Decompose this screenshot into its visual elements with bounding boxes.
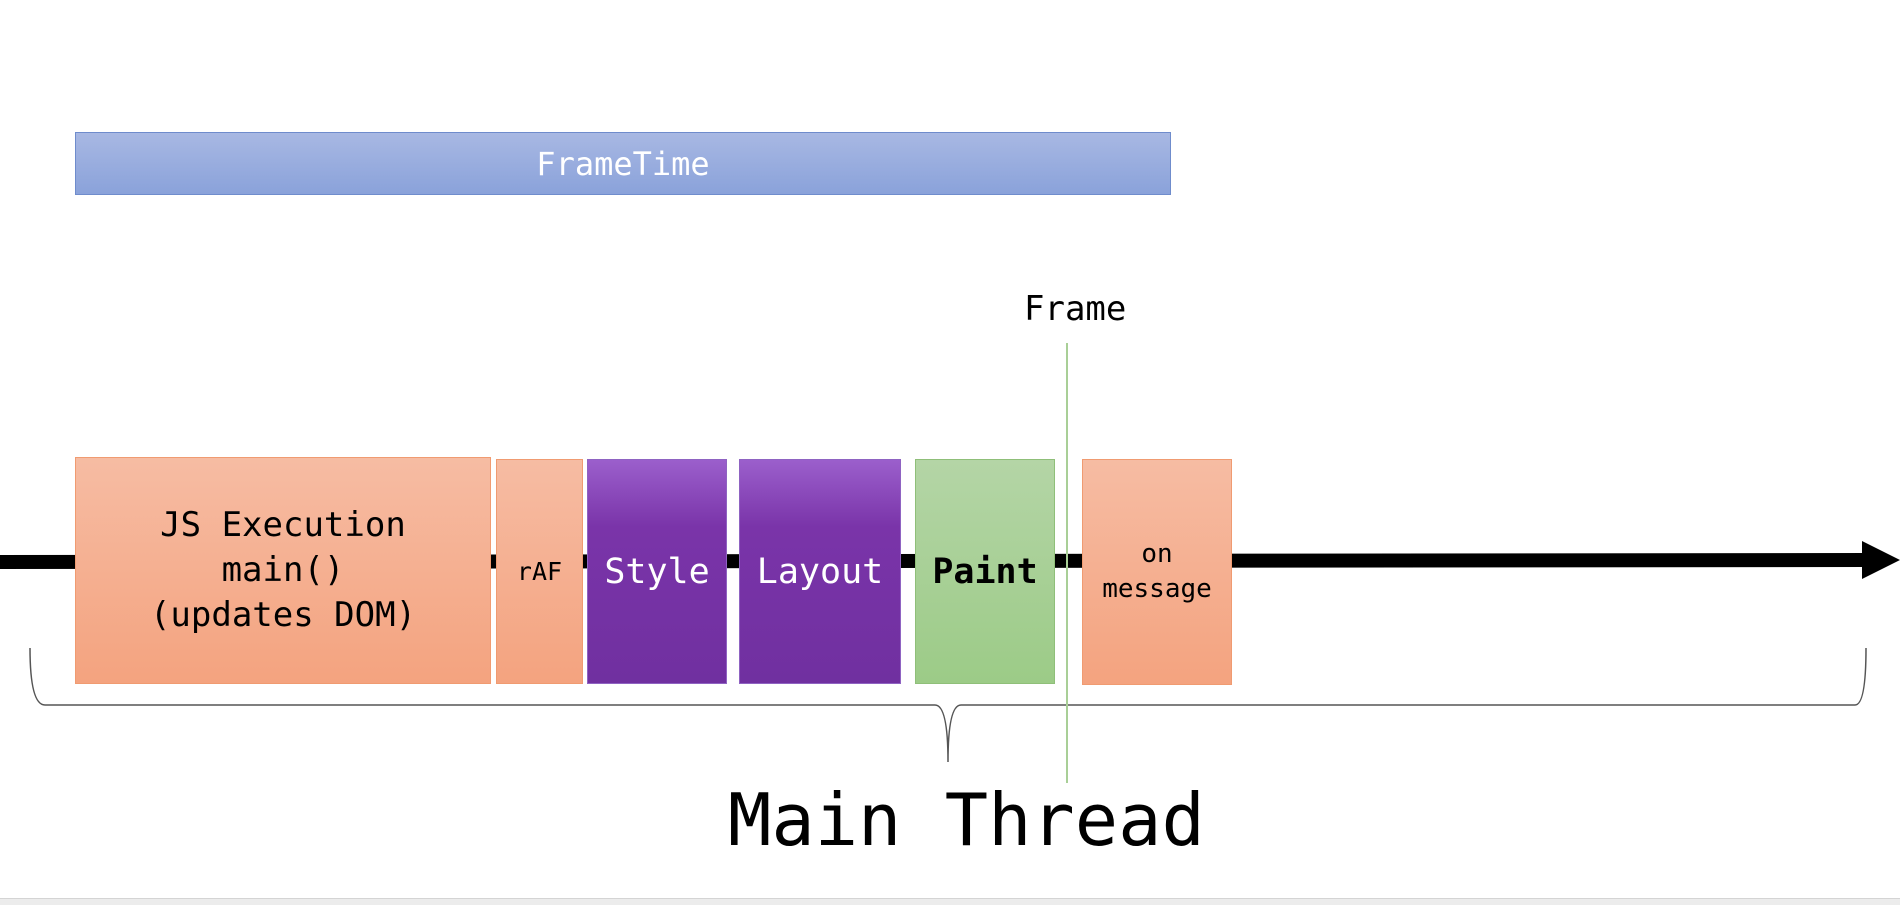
main-thread-label: Main Thread [728, 778, 1205, 862]
js-execution-label: JS Execution main() (updates DOM) [149, 505, 417, 635]
raf-label: rAF [516, 557, 563, 586]
raf-block: rAF [496, 459, 583, 684]
style-label: Style [604, 551, 710, 592]
layout-label: Layout [756, 551, 884, 592]
on-message-label: on message [1102, 539, 1212, 604]
frame-label: Frame [1024, 289, 1127, 329]
arrowhead [1862, 541, 1900, 579]
style-block: Style [587, 459, 727, 684]
frame-time-label: FrameTime [536, 144, 710, 183]
paint-block: Paint [915, 459, 1055, 684]
on-message-block: on message [1082, 459, 1232, 685]
bottom-border [0, 898, 1900, 905]
frame-time-bar: FrameTime [75, 132, 1171, 195]
main-thread-brace [29, 647, 1867, 763]
paint-label: Paint [932, 551, 1038, 592]
layout-block: Layout [739, 459, 901, 684]
js-execution-block: JS Execution main() (updates DOM) [75, 457, 491, 684]
frame-marker-line [1066, 343, 1068, 783]
